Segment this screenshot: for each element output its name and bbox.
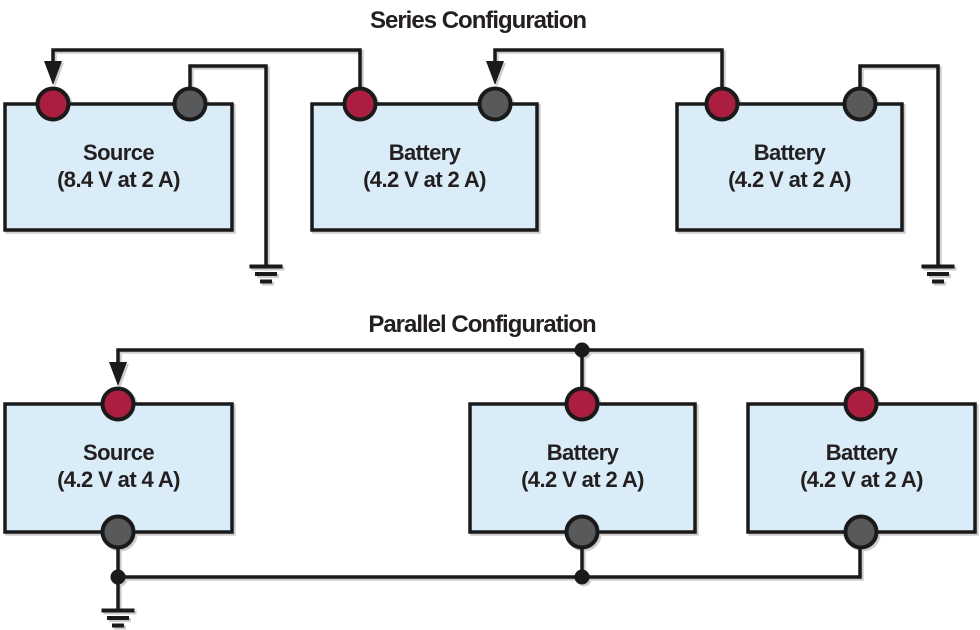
junction-dot-icon (110, 569, 126, 585)
component-box-series-source (3, 102, 234, 232)
parallel-diagram: Parallel Configuration Source (4.2 V at … (3, 311, 977, 628)
series-title: Series Configuration (370, 7, 586, 34)
parallel-title: Parallel Configuration (368, 311, 596, 338)
arrowhead-icon (109, 362, 127, 386)
positive-terminal-icon (100, 386, 136, 422)
positive-terminal-icon (564, 386, 600, 422)
series-graphics (3, 48, 955, 284)
component-box-parallel-battery1 (468, 402, 697, 534)
negative-terminal-icon (100, 514, 136, 550)
component-spec: (8.4 V at 2 A) (57, 167, 180, 192)
junction-dot-icon (574, 342, 590, 358)
component-name: Source (83, 140, 154, 165)
positive-terminal-icon (843, 386, 879, 422)
component-box-parallel-battery2 (746, 402, 977, 534)
negative-terminal-icon (842, 86, 878, 122)
component-spec: (4.2 V at 2 A) (800, 467, 923, 492)
component-spec: (4.2 V at 2 A) (521, 467, 644, 492)
parallel-graphics (3, 342, 977, 628)
wire-battery2-pos-to-battery1-neg (493, 48, 724, 88)
component-name: Battery (826, 440, 899, 465)
negative-terminal-icon (843, 514, 879, 550)
negative-terminal-icon (172, 86, 208, 122)
component-name: Battery (389, 140, 462, 165)
component-spec: (4.2 V at 2 A) (363, 167, 486, 192)
series-diagram: Series Configuration Source (8.4 V at 2 … (3, 7, 955, 284)
negative-terminal-icon (477, 86, 513, 122)
component-name: Battery (547, 440, 620, 465)
positive-terminal-icon (704, 86, 740, 122)
wire-parallel-negative-bus (118, 549, 862, 579)
ground-icon (921, 264, 955, 284)
arrowhead-icon (44, 61, 62, 85)
component-spec: (4.2 V at 4 A) (57, 467, 180, 492)
negative-terminal-icon (564, 514, 600, 550)
wire-battery1-pos-to-source-pos (51, 48, 362, 88)
junction-dot-icon (574, 569, 590, 585)
positive-terminal-icon (342, 86, 378, 122)
arrowhead-icon (486, 61, 504, 85)
component-box-series-battery1 (310, 102, 539, 232)
ground-icon (249, 264, 283, 284)
wire-source-neg-to-ground (188, 64, 268, 265)
positive-terminal-icon (35, 86, 71, 122)
component-name: Battery (754, 140, 827, 165)
component-box-series-battery2 (675, 102, 904, 232)
component-name: Source (83, 440, 154, 465)
wire-battery2-neg-to-ground (858, 64, 940, 265)
component-spec: (4.2 V at 2 A) (728, 167, 851, 192)
ground-icon (101, 608, 135, 628)
wire-parallel-positive-bus (116, 348, 864, 387)
